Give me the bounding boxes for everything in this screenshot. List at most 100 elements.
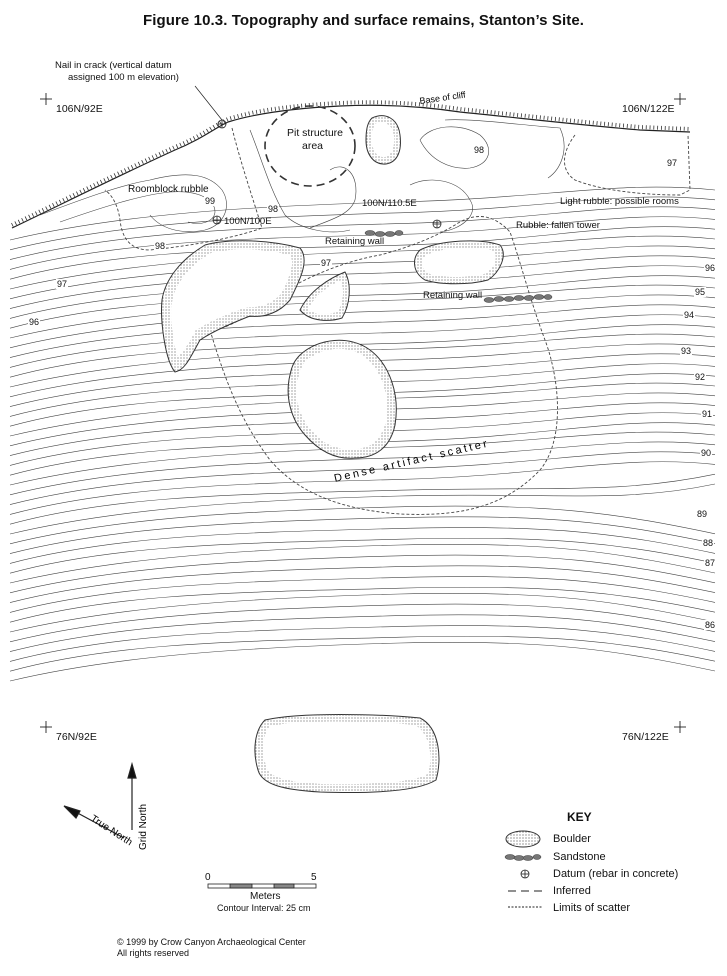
key-inferred-label: Inferred: [553, 885, 591, 897]
contour-line: [9, 324, 716, 378]
light-rubble-label: Light rubble: possible rooms: [560, 196, 679, 207]
contour-line: [9, 226, 716, 280]
grid-north-arrow: [127, 761, 137, 830]
artifact-scatter-limits: [209, 216, 558, 515]
contour-label: 88: [702, 538, 715, 548]
contour-line: [9, 235, 716, 290]
contour-line: [9, 196, 716, 251]
contour-line: [9, 402, 716, 456]
scale-zero: 0: [205, 872, 211, 883]
contour-label: 87: [704, 558, 717, 568]
sandstone-walls: [364, 230, 553, 303]
contour-label: 95: [694, 287, 707, 297]
contour-line: [9, 441, 716, 496]
contour-label: 96: [28, 317, 41, 327]
key-row-boulder: Boulder: [505, 832, 715, 848]
contour-line: [9, 304, 716, 358]
retaining-wall-label-2: Retaining wall: [423, 290, 483, 301]
contour-line: [9, 592, 716, 633]
contour-line: [9, 382, 716, 437]
contour-label: 90: [700, 448, 713, 458]
boulder-stipple: [161, 115, 504, 793]
contour-line: [9, 186, 716, 241]
contour-label: 92: [694, 372, 707, 382]
datum-nail: [217, 119, 227, 129]
corner-crosses: [40, 93, 686, 733]
contour-label: 99: [204, 196, 217, 206]
key-boulder-label: Boulder: [553, 833, 591, 845]
true-north-label: True North: [88, 813, 134, 848]
contour-line: [9, 641, 716, 682]
contour-line: [9, 505, 716, 545]
contour-line: [9, 333, 716, 388]
datum-markers: [212, 119, 442, 229]
key-row-inferred: Inferred: [505, 884, 715, 900]
copyright-line-1: © 1999 by Crow Canyon Archaeological Cen…: [117, 937, 306, 947]
base-cliff-label: Base of cliff: [419, 90, 467, 106]
datum-100n100e-label: 100N/100E: [224, 216, 272, 227]
contour-line: [9, 412, 716, 466]
contour-line: [9, 353, 716, 407]
key-boulder-symbol: [505, 830, 541, 848]
contour-line: [409, 179, 473, 233]
corner-label-nw: 106N/92E: [56, 103, 103, 115]
contour-line: [9, 473, 716, 525]
contour-line: [9, 527, 716, 564]
contour-line: [9, 275, 716, 329]
contour-line: [9, 373, 716, 427]
contour-label: 98: [267, 204, 280, 214]
key-title: KEY: [567, 810, 592, 824]
pit-structure-outline: [264, 105, 356, 187]
scale-unit: Meters: [250, 891, 281, 902]
contour-line: [9, 245, 716, 300]
figure-title: Figure 10.3. Topography and surface rema…: [142, 12, 585, 29]
key-row-limits: Limits of scatter: [505, 901, 715, 917]
datum-100n110e: [432, 219, 442, 229]
copyright: © 1999 by Crow Canyon Archaeological Cen…: [117, 937, 306, 959]
contour-line: [9, 422, 716, 476]
contour-line: [9, 284, 716, 339]
contour-line: [9, 255, 716, 309]
contour-label: 98: [473, 145, 486, 155]
roomblock-rubble-outline: [104, 127, 263, 251]
contour-line: [9, 314, 716, 368]
key-symbols: [504, 830, 542, 908]
scale-bar: [207, 883, 317, 889]
contour-line: [59, 191, 216, 224]
contour-line: [444, 119, 565, 179]
pit-structure-label-2: area: [302, 140, 324, 152]
contour-interval: Contour Interval: 25 cm: [217, 903, 311, 913]
retaining-wall-label-1: Retaining wall: [325, 236, 385, 247]
contour-line: [9, 543, 716, 584]
contour-label: 97: [320, 258, 333, 268]
nail-label: Nail in crack (vertical datum: [55, 60, 172, 71]
contour-line: [9, 537, 716, 574]
cliff-hatching: [11, 100, 691, 227]
corner-label-sw: 76N/92E: [56, 731, 97, 743]
contour-line: [9, 461, 716, 515]
contour-line: [9, 603, 716, 643]
contour-line: [9, 576, 716, 613]
contour-line: [249, 129, 351, 233]
datum-100n110e-label: 100N/110.5E: [362, 198, 417, 209]
rubble-tower-label: Rubble: fallen tower: [516, 220, 600, 231]
contour-line: [9, 625, 716, 662]
pit-structure-label: Pit structure: [287, 127, 344, 139]
contour-line: [9, 565, 716, 603]
contour-line: [419, 126, 489, 169]
key-datum-label: Datum (rebar in concrete): [553, 868, 679, 880]
corner-label-ne: 106N/122E: [622, 103, 675, 115]
key-datum-symbol: [520, 869, 530, 879]
contour-line: [9, 516, 716, 554]
contour-line: [9, 206, 716, 260]
roomblock-rubble-label: Roomblock rubble: [128, 184, 209, 195]
key-row-sandstone: Sandstone: [505, 850, 715, 866]
true-north-arrow: [63, 805, 125, 839]
scale-five: 5: [311, 872, 317, 883]
key-limits-label: Limits of scatter: [553, 902, 631, 914]
contour-line: [9, 343, 716, 398]
contour-line: [9, 265, 716, 319]
contour-line: [9, 586, 716, 623]
contour-line: [9, 554, 716, 594]
contour-label: 93: [680, 346, 693, 356]
